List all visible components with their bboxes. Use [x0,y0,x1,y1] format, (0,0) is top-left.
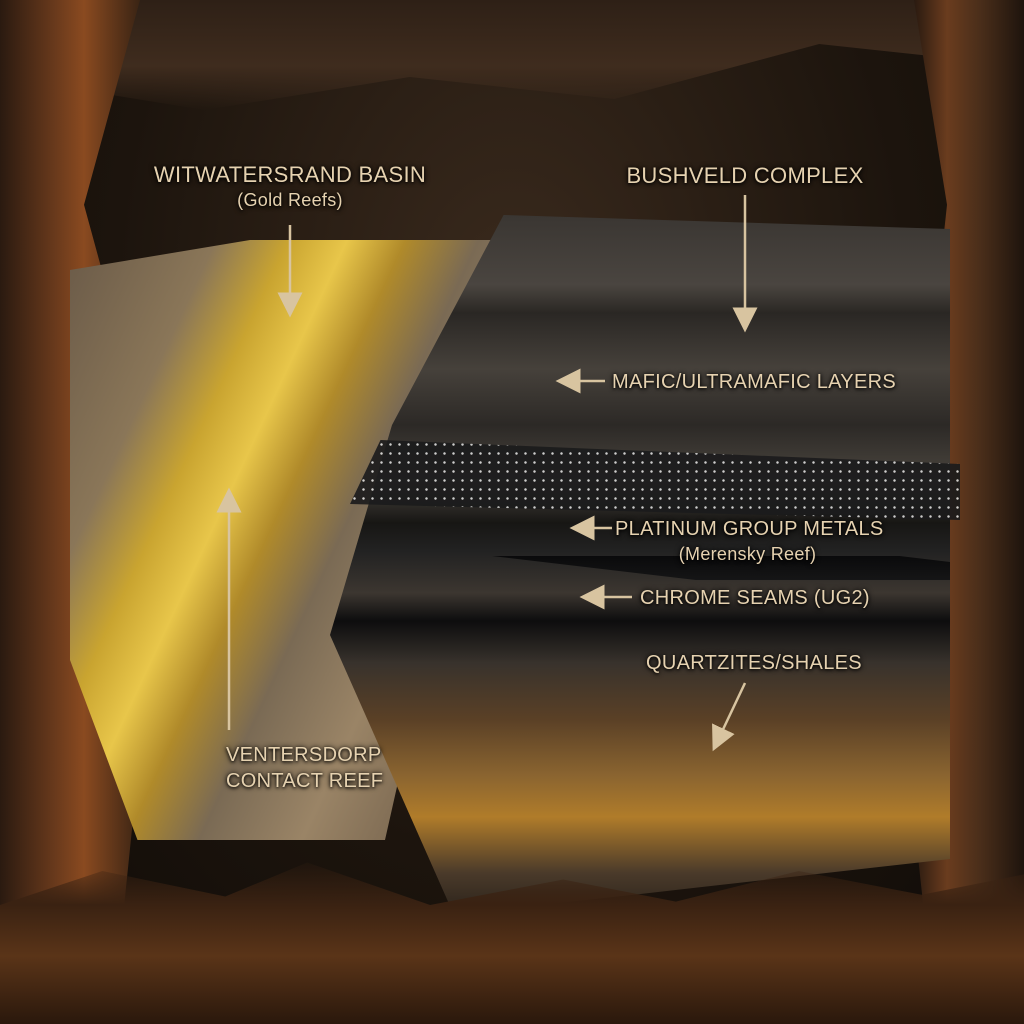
label-witwatersrand-title: WITWATERSRAND BASIN [153,162,427,187]
label-quartzites-title: QUARTZITES/SHALES [646,652,862,674]
label-witwatersrand-subtitle: (Gold Reefs) [237,190,343,210]
label-bushveld-complex: BUSHVELD COMPLEX [620,163,870,189]
label-chrome-seams: CHROME SEAMS (UG2) [640,585,870,611]
label-bushveld-title: BUSHVELD COMPLEX [626,163,864,188]
label-quartzites-shales: QUARTZITES/SHALES [646,650,862,676]
label-ventersdorp-line1: VENTERSDORP [226,744,382,766]
label-mafic-ultramafic-layers: MAFIC/ULTRAMAFIC LAYERS [612,369,896,395]
label-witwatersrand-basin: WITWATERSRAND BASIN (Gold Reefs) [150,162,430,212]
label-chrome-title: CHROME SEAMS (UG2) [640,587,870,609]
label-pgm-subtitle: (Merensky Reef) [678,544,817,564]
cave-ceiling [0,0,1024,110]
label-mafic-title: MAFIC/ULTRAMAFIC LAYERS [612,371,896,393]
label-platinum-group-metals: PLATINUM GROUP METALS (Merensky Reef) [615,516,884,566]
label-ventersdorp-line2: CONTACT REEF [226,770,384,792]
rock-rubble-floor [0,862,1024,1024]
label-ventersdorp-contact-reef: VENTERSDORP CONTACT REEF [226,742,383,794]
label-pgm-title: PLATINUM GROUP METALS [615,518,884,540]
